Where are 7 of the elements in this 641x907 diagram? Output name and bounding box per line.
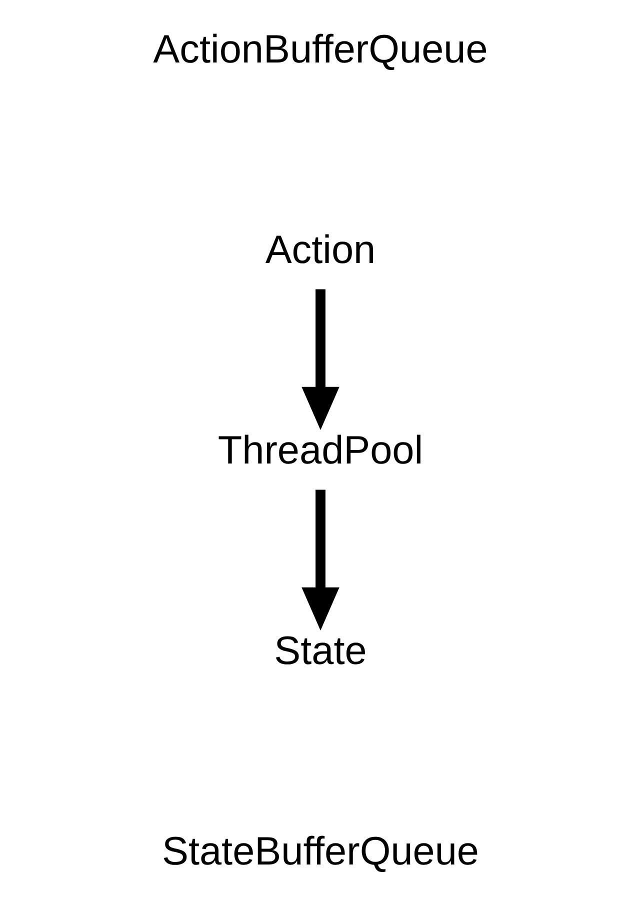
arrow — [302, 289, 340, 430]
arrow — [302, 490, 340, 630]
node-text: State — [274, 628, 367, 673]
label: ActionBufferQueue — [153, 28, 488, 72]
node-text: ThreadPool — [218, 428, 424, 472]
label: StateBufferQueue — [162, 829, 479, 874]
node-text: Action — [265, 228, 376, 272]
